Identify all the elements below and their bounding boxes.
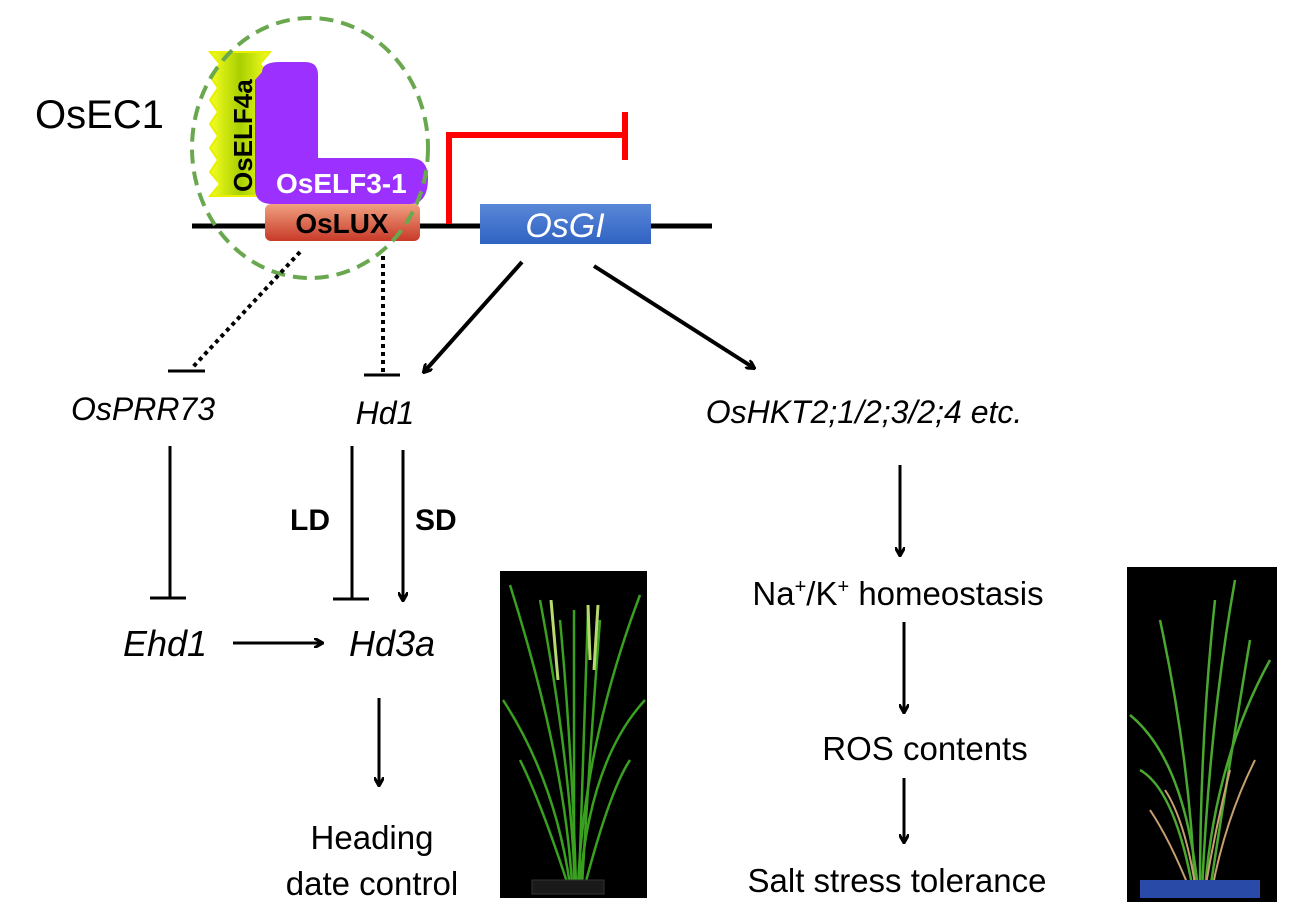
oshkt-label: OsHKT2;1/2;3/2;4 etc. — [706, 394, 1023, 430]
homeostasis-label: Na+/K+ homeostasis — [752, 575, 1043, 612]
oself4a-label: OsELF4a — [228, 79, 258, 192]
salt-tolerance-label: Salt stress tolerance — [748, 862, 1047, 899]
rice-leaves-icon — [501, 584, 646, 886]
sd-label: SD — [415, 504, 457, 537]
oself3-protein: OsELF3-1 — [255, 62, 428, 204]
complex-boundary — [190, 16, 430, 280]
lux-to-prr73-dotted — [190, 250, 302, 370]
heading-line2: date control — [286, 865, 458, 902]
ehd1-label: Ehd1 — [123, 623, 207, 664]
ros-label: ROS contents — [822, 730, 1027, 767]
hd1-label: Hd1 — [356, 395, 415, 431]
osgi-to-hd1-arrow — [424, 260, 524, 372]
oslux-label: OsLUX — [295, 208, 389, 239]
osgi-to-hkt-arrow — [592, 264, 754, 368]
salt-stress-plant-photo — [1127, 567, 1277, 902]
rice-leaves-icon — [1129, 579, 1272, 891]
complex-label: OsEC1 — [35, 93, 164, 137]
ld-label: LD — [290, 504, 330, 537]
oself3-label: OsELF3-1 — [276, 168, 407, 199]
heading-plant-photo — [500, 571, 647, 898]
osgi-gene: OsGI — [480, 204, 651, 245]
oslux-protein: OsLUX — [265, 204, 420, 241]
osgi-label: OsGI — [525, 207, 605, 245]
osprr73-label: OsPRR73 — [71, 391, 215, 427]
hd3a-label: Hd3a — [349, 623, 435, 664]
promoter-repression-line — [446, 132, 625, 224]
heading-line1: Heading — [311, 819, 434, 856]
